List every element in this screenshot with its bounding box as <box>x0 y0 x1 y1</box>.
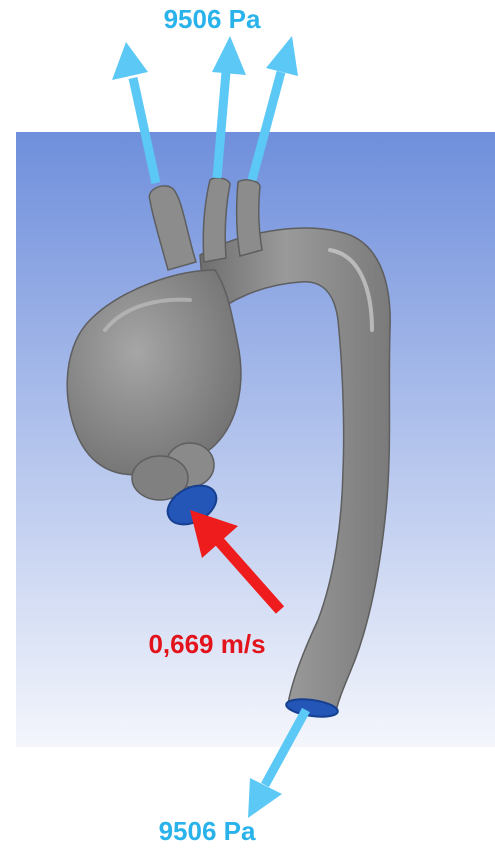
left-carotid-branch <box>203 178 230 262</box>
inlet-velocity-label: 0,669 m/s <box>148 629 265 659</box>
outlet-arrowhead-subclavian <box>266 36 298 76</box>
outlet-arrowhead-brachiocephalic <box>112 42 148 80</box>
left-subclavian-branch <box>237 180 262 256</box>
outlet-arrowhead-carotid <box>212 36 246 75</box>
outlet-pressure-label-bottom: 9506 Pa <box>159 816 256 846</box>
outlet-pressure-label-top: 9506 Pa <box>164 4 261 34</box>
